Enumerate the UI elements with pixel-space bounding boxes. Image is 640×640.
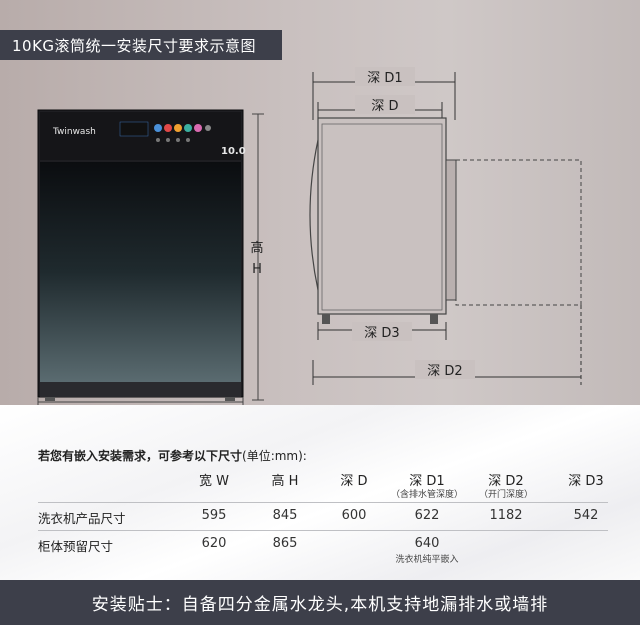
header-depth-d3: 深 D3	[568, 474, 604, 489]
washer-front-view	[37, 109, 264, 405]
washer-base	[40, 382, 241, 397]
depth-d1-label: 深 D1	[355, 67, 415, 86]
header-depth-d2: 深 D2	[488, 474, 524, 489]
cabinet-flush-note: 洗衣机纯平嵌入	[395, 555, 459, 565]
cell-product-depth-d: 600	[341, 508, 367, 523]
row-label-cabinet: 柜体预留尺寸	[38, 539, 114, 554]
table-divider	[38, 530, 608, 531]
washer-side-view	[309, 72, 582, 385]
table-background	[0, 405, 640, 580]
header-depth-d: 深 D	[340, 474, 368, 489]
cell-product-depth-d3: 542	[573, 508, 599, 523]
open-door-outline	[455, 159, 582, 306]
program-dials	[154, 124, 211, 142]
cell-product-width: 595	[201, 508, 227, 523]
washer-display	[119, 121, 149, 137]
brand-logo: Twinwash	[53, 127, 96, 137]
caption-unit: (单位:mm):	[242, 449, 307, 463]
washer-side-body	[317, 117, 447, 315]
header-height: 高 H	[271, 474, 299, 489]
height-label-char: 高	[250, 241, 264, 256]
caption-text: 若您有嵌入安装需求，可参考以下尺寸	[38, 449, 243, 463]
depth-d3-label: 深 D3	[352, 322, 412, 341]
washer-door-bulge	[309, 139, 319, 291]
cell-product-depth-d2: 1182	[489, 508, 523, 523]
depth-d-label: 深 D	[355, 95, 415, 114]
footer-banner: 安装贴士：自备四分金属水龙头,本机支持地漏排水或墙排	[0, 580, 640, 625]
table-divider	[38, 502, 608, 503]
height-label-letter: H	[252, 262, 262, 277]
washer-door-panel	[40, 162, 241, 382]
header-width: 宽 W	[199, 474, 229, 489]
title-banner: 10KG滚筒统一安装尺寸要求示意图	[0, 30, 282, 60]
installation-tip: 安装贴士：自备四分金属水龙头,本机支持地漏排水或墙排	[91, 595, 549, 615]
cell-product-depth-d1: 622	[414, 508, 440, 523]
depth-d2-label: 深 D2	[415, 360, 475, 379]
header-depth-d1-note: （含排水管深度）	[390, 490, 463, 500]
row-label-product: 洗衣机产品尺寸	[38, 511, 126, 526]
header-depth-d2-note: （开门深度）	[478, 490, 533, 500]
capacity-label: 10.0	[221, 146, 246, 157]
page-title: 10KG滚筒统一安装尺寸要求示意图	[12, 37, 257, 55]
washer-feet	[45, 397, 55, 401]
cell-cabinet-width: 620	[201, 536, 227, 551]
cell-product-height: 845	[272, 508, 298, 523]
cell-cabinet-depth-d1: 640	[414, 536, 440, 551]
cell-cabinet-height: 865	[272, 536, 298, 551]
table-caption: 若您有嵌入安装需求，可参考以下尺寸(单位:mm):	[38, 447, 307, 464]
header-depth-d1: 深 D1	[409, 474, 445, 489]
